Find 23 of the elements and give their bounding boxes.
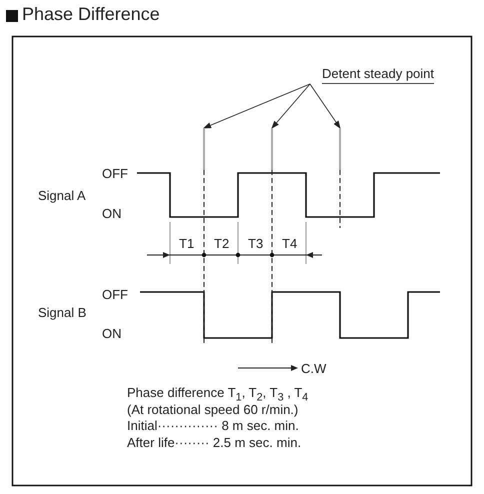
diagram-title: Phase Difference bbox=[22, 7, 160, 22]
detent-line bbox=[271, 128, 273, 170]
interval-label: T1 bbox=[179, 236, 194, 251]
state-label: ON bbox=[102, 206, 122, 221]
note-text: (At rotational speed 60 r/min.) bbox=[127, 402, 298, 417]
interval-label: T3 bbox=[248, 236, 264, 251]
leader-line bbox=[203, 84, 310, 128]
signal-label: Signal B bbox=[38, 305, 86, 320]
leader-line bbox=[271, 84, 310, 129]
callout-text: Detent steady point bbox=[322, 66, 434, 84]
note-text: Phase difference T$_{1}$, T$_{2}$, T$_{3}$ , T$_{4}$ bbox=[127, 385, 308, 404]
direction-label: C.W bbox=[301, 361, 326, 376]
note-text: After life········ 2.5 m sec. min. bbox=[127, 435, 302, 450]
signal-label: Signal A bbox=[38, 188, 86, 203]
note-text: Initial·············· 8 m sec. min. bbox=[127, 418, 299, 433]
detent-line bbox=[203, 128, 205, 170]
interval-label: T2 bbox=[214, 236, 230, 251]
detent-line bbox=[339, 128, 341, 170]
leader-line bbox=[310, 84, 341, 129]
state-label: OFF bbox=[102, 287, 128, 302]
state-label: OFF bbox=[102, 166, 128, 181]
state-label: ON bbox=[102, 326, 122, 341]
interval-label: T4 bbox=[282, 236, 298, 251]
